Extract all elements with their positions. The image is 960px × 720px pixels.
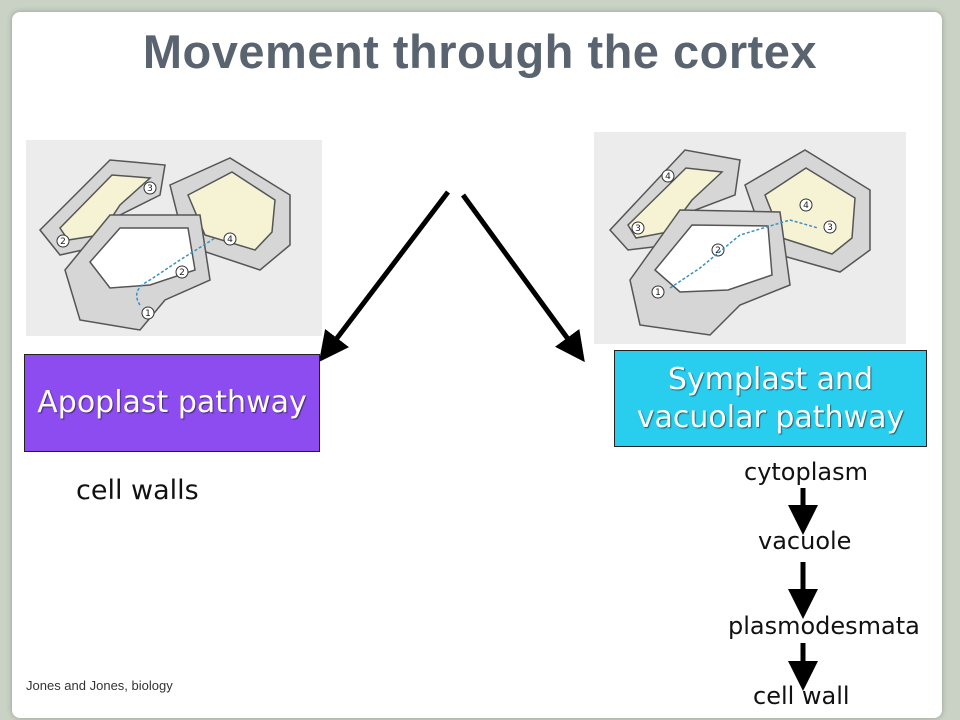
- sequence-step-cytoplasm: cytoplasm: [744, 458, 868, 486]
- apoplast-description: cell walls: [76, 475, 199, 506]
- sequence-step-vacuole: vacuole: [758, 527, 852, 555]
- symplast-label-line1: Symplast and: [667, 362, 874, 397]
- right-fig-label: 2: [715, 246, 721, 256]
- apoplast-label: Apoplast pathway: [37, 385, 307, 421]
- sequence-step-plasmodesmata: plasmodesmata: [728, 612, 920, 640]
- right-fig-label: 3: [827, 223, 833, 233]
- sequence-step-cell-wall: cell wall: [753, 682, 850, 710]
- right-fig-label: 4: [803, 201, 809, 211]
- arrow-to-symplast: [460, 193, 585, 363]
- left-fig-label: 4: [227, 235, 233, 245]
- apoplast-pathway-box: Apoplast pathway: [24, 354, 320, 452]
- right-fig-label: 4: [665, 172, 671, 182]
- left-fig-label: 2: [60, 237, 66, 247]
- symplast-label-line2: vacuolar pathway: [636, 399, 905, 435]
- arrow-to-apoplast: [318, 190, 450, 362]
- left-fig-label: 3: [147, 184, 153, 194]
- right-fig-label: 3: [635, 224, 641, 234]
- left-fig-label: 1: [145, 309, 151, 319]
- slide-title: Movement through the cortex: [142, 25, 818, 78]
- right-fig-label: 1: [655, 288, 661, 298]
- source-credit: Jones and Jones, biology: [26, 678, 173, 693]
- left-fig-label: 2: [179, 268, 185, 278]
